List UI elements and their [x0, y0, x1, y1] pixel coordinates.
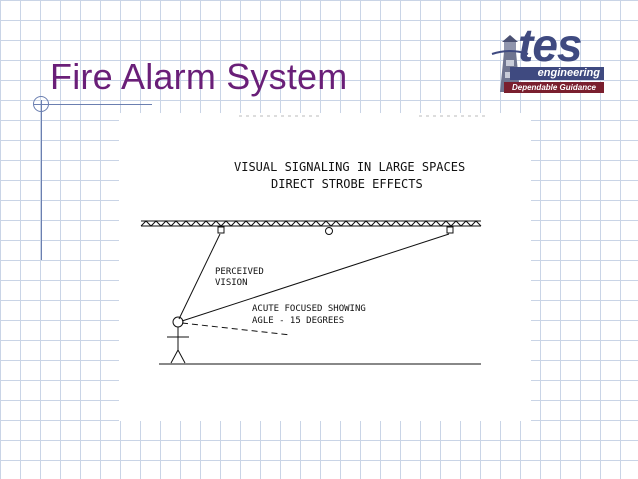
- strobe-icon: [325, 227, 333, 235]
- diagram-heading-line2: DIRECT STROBE EFFECTS: [271, 177, 423, 191]
- direct-strobe-line: [181, 233, 450, 322]
- company-logo: tes engineering Dependable Guidance: [486, 22, 610, 98]
- logo-subtitle: engineering: [510, 67, 604, 80]
- diagram-drawing: VISUAL SIGNALING IN LARGE SPACES DIRECT …: [140, 115, 489, 365]
- strobe-icon: [446, 226, 454, 234]
- label-perceived-line2: VISION: [215, 278, 248, 288]
- title-underline: [34, 104, 152, 105]
- strobe-icon: [217, 226, 225, 234]
- logo-tagline: Dependable Guidance: [504, 82, 604, 93]
- label-acute-line2: AGLE - 15 DEGREES: [252, 316, 344, 326]
- label-acute-line1: ACUTE FOCUSED SHOWING: [252, 304, 366, 314]
- acute-focus-line: [181, 322, 292, 336]
- label-perceived-line1: PERCEIVED: [215, 267, 264, 277]
- margin-rule: [41, 100, 42, 260]
- diagram-heading-line1: VISUAL SIGNALING IN LARGE SPACES: [234, 160, 465, 174]
- strobe-diagram: VISUAL SIGNALING IN LARGE SPACES DIRECT …: [119, 113, 531, 421]
- corner-circle-mark: [33, 96, 49, 112]
- slide-title: Fire Alarm System: [50, 56, 348, 97]
- perceived-vision-line: [178, 233, 221, 320]
- logo-wordmark: tes: [518, 19, 582, 71]
- ceiling-truss: [140, 220, 482, 227]
- person-figure: [167, 316, 189, 364]
